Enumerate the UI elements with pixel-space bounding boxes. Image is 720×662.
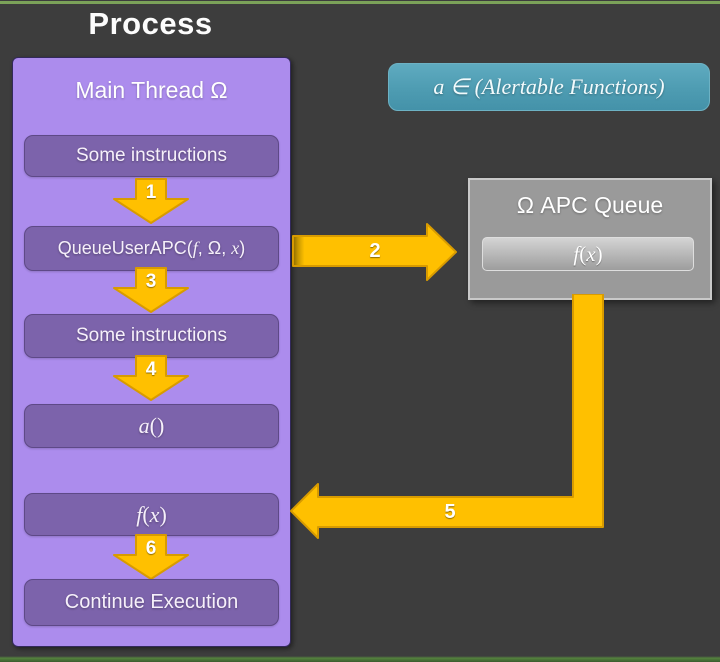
node-queueuserapc: QueueUserAPC(f, Ω, x) — [24, 226, 279, 271]
paren-open: ( — [579, 241, 587, 266]
flow-arrow-6: 6 — [112, 534, 190, 580]
node-continue-execution: Continue Execution — [24, 579, 279, 626]
main-thread-panel: Main Thread Ω Some instructions 1 QueueU… — [12, 57, 291, 647]
arg-x: x — [231, 238, 240, 258]
node-label: QueueUserAPC(f, Ω, x) — [58, 238, 246, 259]
flow-arrow-1: 1 — [112, 178, 190, 224]
flow-step-number: 3 — [145, 271, 157, 292]
down-arrow-icon — [113, 267, 189, 313]
flow-arrow-2 — [292, 223, 457, 281]
paren-open: ( — [142, 501, 150, 527]
main-thread-heading: Main Thread Ω — [75, 77, 228, 103]
node-label: a() — [139, 413, 165, 439]
apc-queue-box: Ω APC Queue f(x) — [468, 178, 712, 300]
node-f-call: f(x) — [24, 493, 279, 536]
page-title: Process — [88, 6, 213, 41]
node-label: Continue Execution — [64, 591, 239, 613]
down-arrow-icon — [113, 355, 189, 401]
flow-arrow-3: 3 — [112, 267, 190, 313]
paren-close: ) — [595, 241, 603, 266]
flow-step-number-5: 5 — [444, 501, 456, 523]
parens: () — [149, 413, 165, 438]
node-label: f(x) — [136, 502, 167, 528]
node-some-instructions-1: Some instructions — [24, 135, 279, 177]
arg-f: f — [192, 238, 198, 258]
apc-queue-heading: Ω APC Queue — [516, 192, 664, 218]
flow-arrow-4: 4 — [112, 355, 190, 401]
badge-label: a ∈ (Alertable Functions) — [433, 74, 665, 99]
paren-close: ) — [159, 501, 167, 527]
flow-step-number: 1 — [145, 182, 157, 203]
node-a-call: a() — [24, 404, 279, 448]
apc-queue-entry: f(x) — [482, 237, 694, 271]
node-label: Some instructions — [75, 325, 227, 346]
flow-step-number-2: 2 — [369, 240, 381, 262]
call-close: ) — [239, 238, 246, 258]
bottom-accent-line — [0, 655, 720, 662]
flow-step-number: 6 — [145, 538, 157, 559]
entry-label: f(x) — [573, 242, 602, 267]
down-arrow-icon — [113, 534, 189, 580]
node-some-instructions-2: Some instructions — [24, 314, 279, 358]
top-accent-line — [0, 1, 720, 4]
arg-x: x — [586, 241, 596, 266]
down-arrow-icon — [113, 178, 189, 224]
func-f: f — [573, 241, 580, 266]
call-args: , Ω, — [197, 238, 232, 258]
node-label: Some instructions — [75, 145, 227, 166]
alertable-functions-badge: a ∈ (Alertable Functions) — [388, 63, 710, 111]
arg-x: x — [149, 501, 160, 527]
call-name: QueueUserAPC( — [57, 238, 193, 258]
flow-step-number: 4 — [145, 359, 157, 380]
func-a: a — [138, 413, 150, 438]
flow-arrow-5 — [290, 294, 604, 539]
func-f: f — [136, 501, 143, 527]
